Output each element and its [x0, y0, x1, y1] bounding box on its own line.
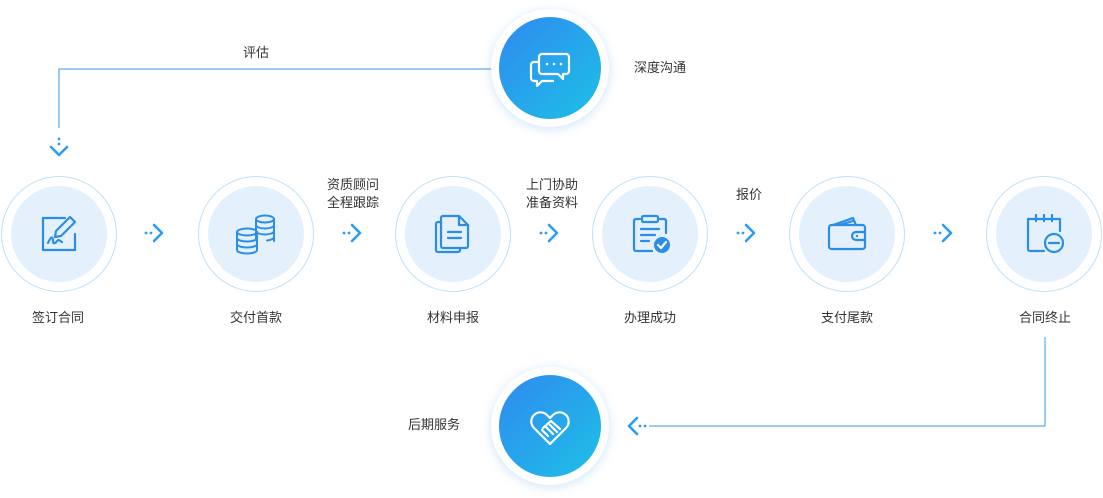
chevron-down-icon — [49, 137, 69, 157]
step-first-payment — [198, 176, 314, 292]
connector-label: 报价 — [735, 188, 763, 203]
evaluate-label: 评估 — [243, 46, 270, 61]
loop-down-arrow — [47, 136, 71, 160]
step-sign-contract — [1, 176, 117, 292]
deep-communication-label: 深度沟通 — [634, 61, 687, 76]
wallet-icon — [827, 216, 867, 251]
step-label: 合同终止 — [1018, 311, 1072, 326]
step-label: 材料申报 — [426, 311, 480, 326]
after-sales-label: 后期服务 — [408, 418, 461, 433]
chevron-right-icon — [342, 223, 362, 243]
chevron-right-icon — [933, 223, 953, 243]
step-final-payment — [789, 176, 905, 292]
step-label: 支付尾款 — [820, 311, 874, 326]
step-processing-success — [592, 176, 708, 292]
flow-arrow — [931, 221, 955, 245]
step-label: 签订合同 — [31, 311, 85, 326]
flow-arrow-left — [625, 414, 649, 438]
clipboard-minus-icon — [1026, 213, 1065, 254]
flow-arrow — [142, 221, 166, 245]
step-material-filing — [395, 176, 511, 292]
documents-icon — [434, 214, 470, 254]
step-contract-termination — [986, 176, 1102, 292]
chat-bubbles-icon — [529, 52, 571, 88]
flow-arrow — [537, 221, 561, 245]
deep-communication-node — [491, 9, 609, 127]
coins-icon — [236, 214, 275, 255]
sign-pen-icon — [41, 215, 77, 252]
flow-arrow — [340, 221, 364, 245]
clipboard-check-icon — [632, 214, 670, 253]
step-label: 交付首款 — [229, 311, 283, 326]
handshake-icon — [530, 411, 570, 446]
chevron-left-icon — [627, 416, 647, 436]
connector-label: 上门协助 准备资料 — [525, 178, 579, 211]
step-label: 办理成功 — [623, 311, 677, 326]
flow-arrow — [734, 221, 758, 245]
chevron-right-icon — [144, 223, 164, 243]
chevron-right-icon — [736, 223, 756, 243]
after-sales-node — [491, 367, 609, 485]
connector-label: 资质顾问 全程跟踪 — [326, 178, 380, 211]
chevron-right-icon — [539, 223, 559, 243]
